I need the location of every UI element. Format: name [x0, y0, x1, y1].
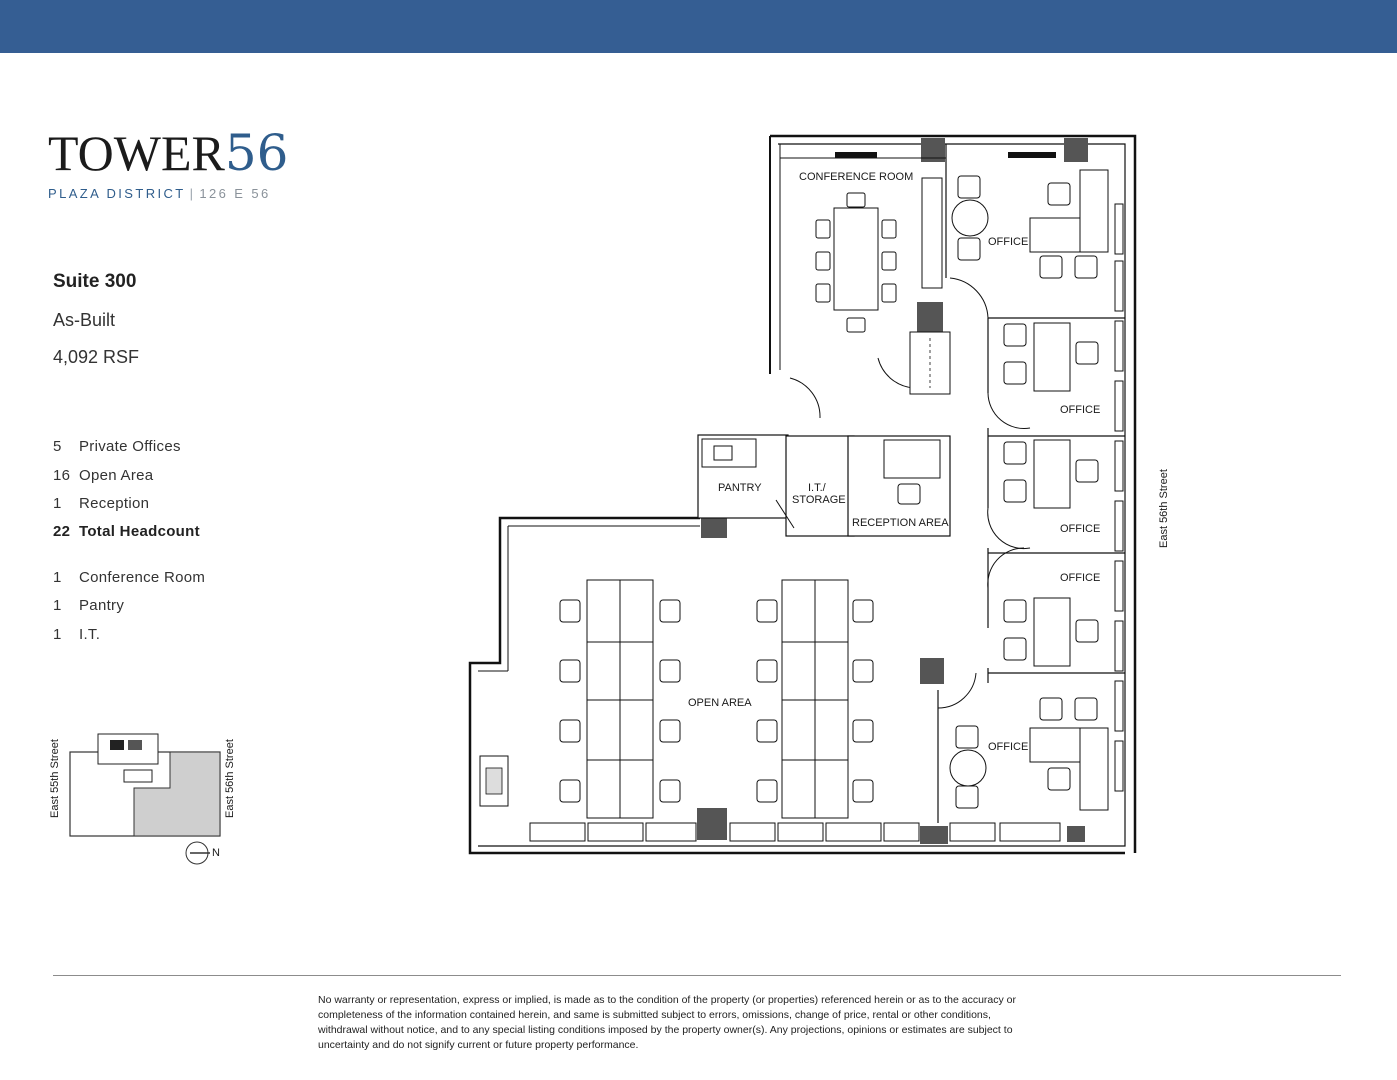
label-office-2: OFFICE — [1060, 404, 1100, 416]
office-2-desk — [1033, 322, 1071, 392]
suite-title: Suite 300 — [53, 271, 137, 292]
open-area-chairs — [559, 599, 874, 803]
perimeter-wall — [468, 134, 1137, 855]
office-1-round-table — [951, 199, 989, 237]
logo-address: 126 E 56 — [199, 186, 271, 201]
pantry-sink-icon — [713, 445, 733, 461]
column — [1067, 826, 1085, 842]
reception-desk — [883, 439, 941, 479]
it-door — [775, 499, 795, 529]
suite-status: As-Built — [53, 310, 116, 330]
disclaimer-text: No warranty or representation, express o… — [318, 994, 1017, 1051]
copier-tray — [485, 767, 503, 795]
floor-plan: CONFERENCE ROOM OFFICE OFFICE OFFICE OFF… — [468, 134, 1170, 855]
office-4-desk — [1033, 597, 1071, 667]
office-4-chairs — [1003, 599, 1099, 661]
key-plan-street-right: East 56th Street — [224, 739, 236, 818]
office-3-chairs — [1003, 441, 1099, 503]
tower56-logo: TOWER56 PLAZA DISTRICT|126 E 56 — [48, 128, 288, 201]
office-5-chairs — [955, 697, 1098, 809]
open-area-benching — [586, 579, 849, 819]
perimeter-wall-inner — [478, 143, 1126, 847]
key-plan-street-left: East 55th Street — [50, 739, 61, 818]
window-sill-top-1 — [835, 152, 877, 158]
header-bar — [0, 0, 1397, 53]
label-office-5: OFFICE — [988, 741, 1028, 753]
logo-separator: | — [189, 186, 196, 201]
window-sill-top-2 — [1008, 152, 1056, 158]
key-plan-elevator-bank — [123, 769, 153, 783]
label-conference-room: CONFERENCE ROOM — [799, 171, 913, 183]
window-strip-east — [1114, 203, 1124, 792]
logo-number: 56 — [224, 124, 289, 182]
conference-table — [833, 207, 879, 311]
north-label: N — [212, 847, 220, 859]
footer-divider — [53, 975, 1341, 976]
logo-district: PLAZA DISTRICT — [48, 186, 186, 201]
reception-chair — [897, 483, 921, 505]
label-office-4: OFFICE — [1060, 572, 1100, 584]
office-1-return — [1079, 169, 1109, 253]
office-5-round-table — [949, 749, 987, 787]
key-plan-suite-highlight — [133, 751, 221, 837]
column — [697, 808, 727, 840]
suite-area: 4,092 RSF — [53, 347, 140, 367]
label-reception-area: RECEPTION AREA — [852, 517, 949, 529]
conference-credenza — [921, 177, 943, 289]
office-1-chairs — [957, 175, 1098, 279]
conference-chairs — [815, 192, 897, 333]
office-3-desk — [1033, 439, 1071, 509]
label-office-3: OFFICE — [1060, 523, 1100, 535]
column — [920, 826, 948, 844]
label-pantry: PANTRY — [718, 482, 762, 494]
window-strip-south — [529, 822, 1061, 842]
label-street-east: East 56th Street — [1158, 469, 1170, 548]
column — [1064, 138, 1088, 162]
office-5-return — [1079, 727, 1109, 811]
column — [920, 658, 944, 684]
structural-columns — [697, 138, 1088, 844]
column — [917, 302, 943, 332]
label-open-area: OPEN AREA — [688, 697, 752, 709]
label-it-line1: I.T./ — [808, 482, 827, 494]
key-plan-stair — [128, 740, 142, 750]
key-plan: East 55th Street East 56th Street N — [50, 733, 236, 865]
label-it-line2: STORAGE — [792, 494, 846, 506]
door-swings — [789, 277, 1031, 709]
key-plan-elevator — [110, 740, 124, 750]
logo-wordmark: TOWER — [48, 125, 225, 181]
label-office-1: OFFICE — [988, 236, 1028, 248]
office-2-chairs — [1003, 323, 1099, 385]
